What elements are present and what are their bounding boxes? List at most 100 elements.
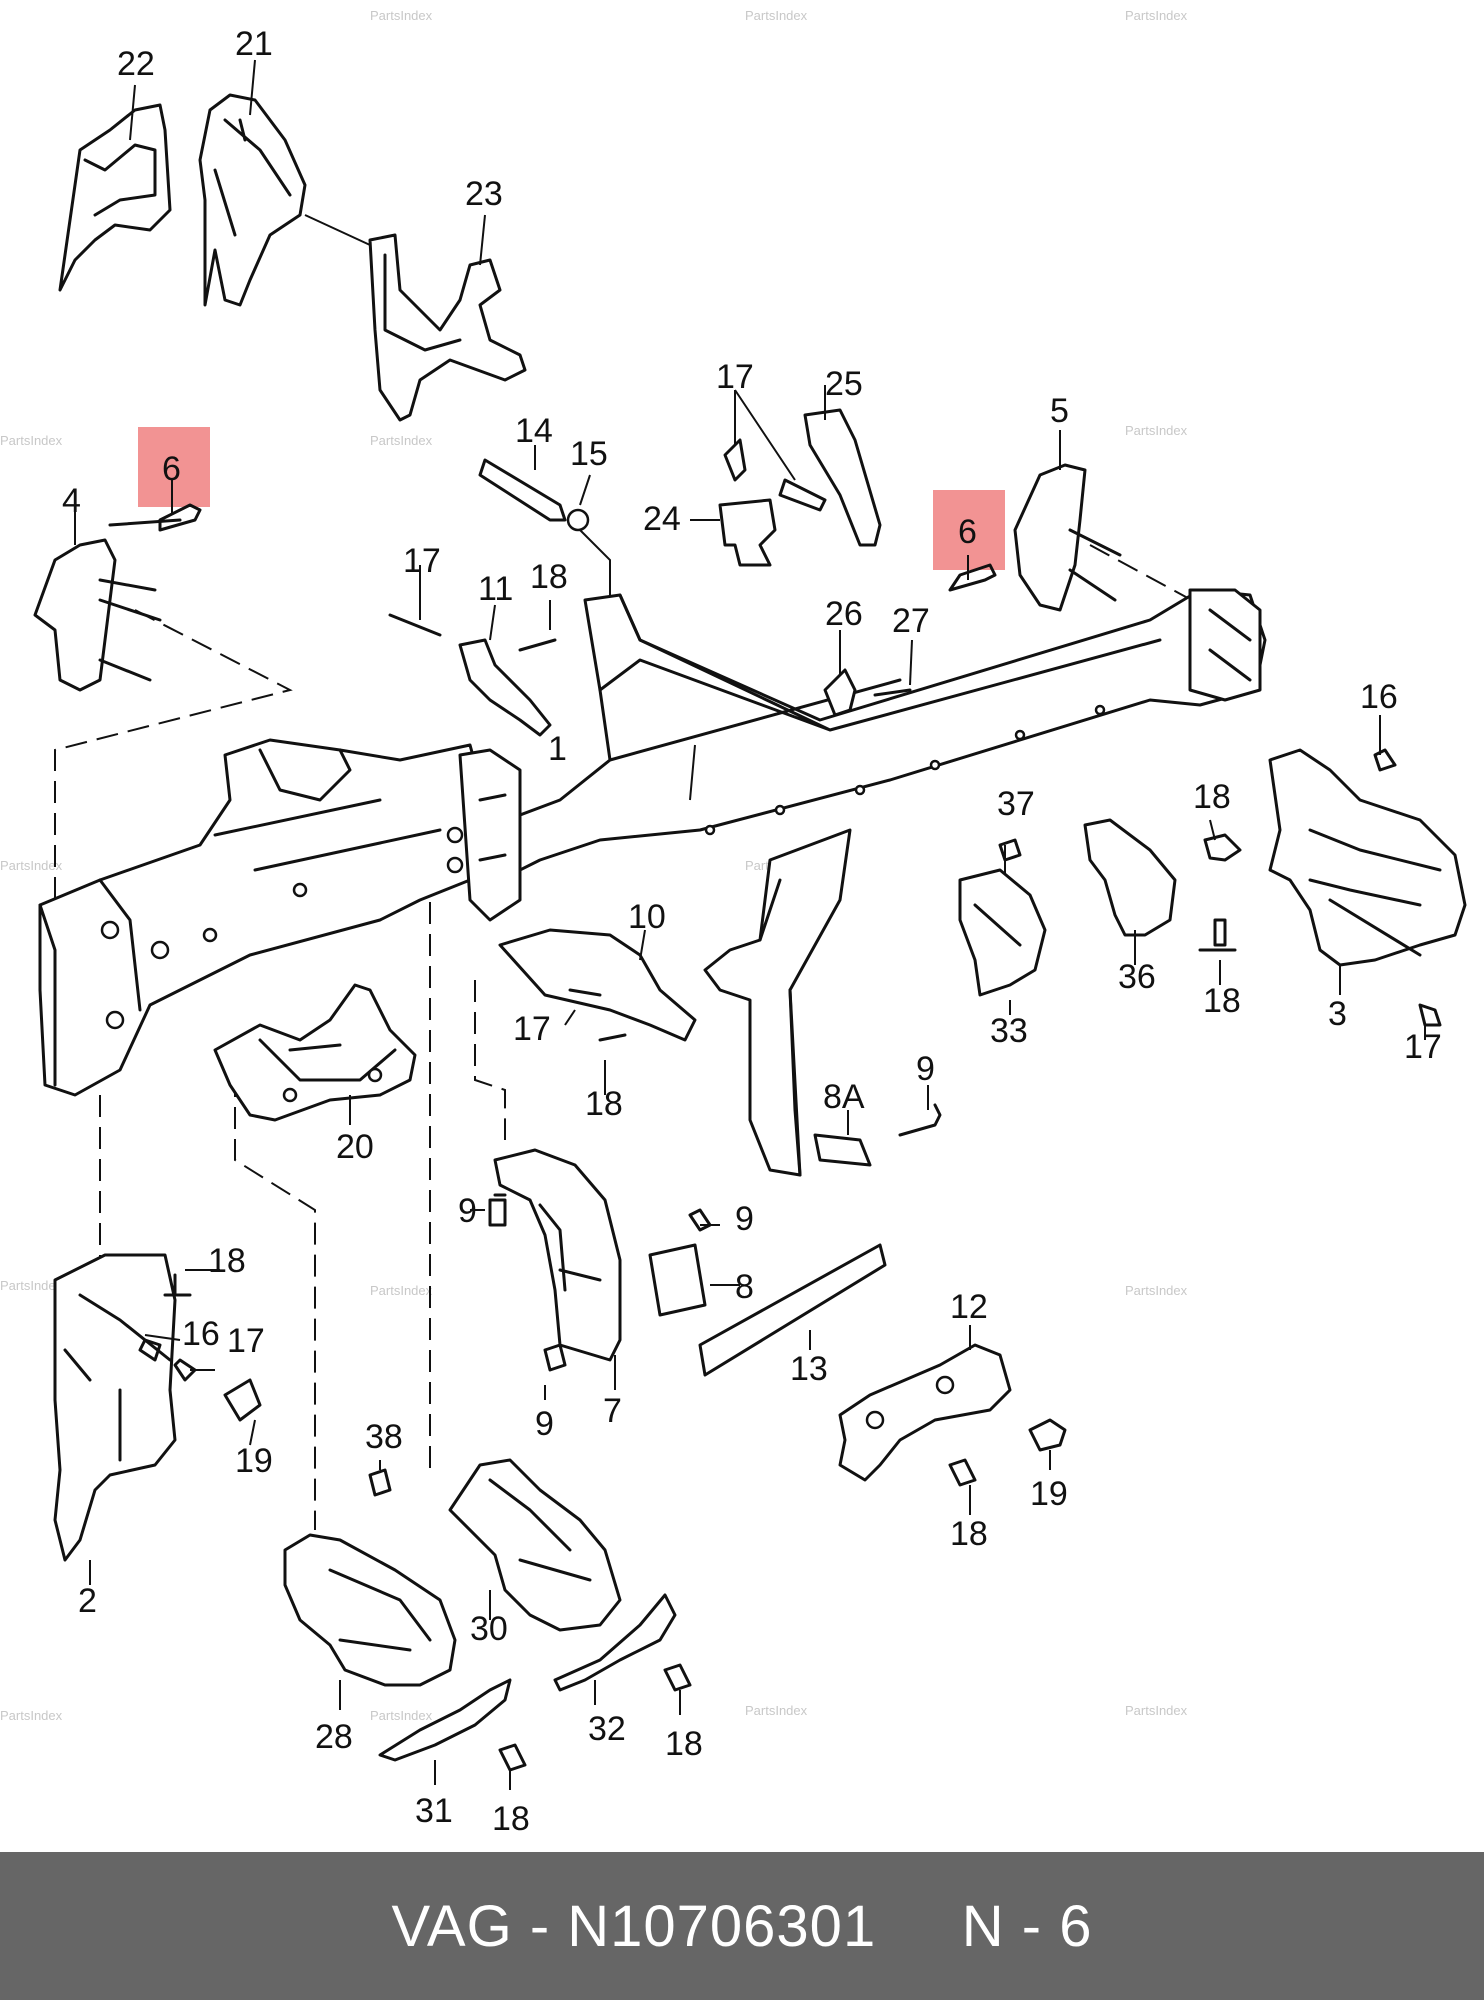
watermark: PartsIndex (745, 1703, 808, 1718)
callout-2: 2 (78, 1582, 97, 1620)
callout-33: 32 (588, 1710, 626, 1748)
callout-15: 15 (570, 435, 608, 473)
callout-17: 17 (1404, 1028, 1442, 1066)
part-10-bracket (498, 928, 697, 1042)
callout-30: 28 (315, 1718, 353, 1756)
part-number-text: VAG - N10706301 N - 6 (391, 1893, 1093, 1959)
watermark: PartsIndex (0, 433, 63, 448)
parts-exploded-diagram: PartsIndex PartsIndex PartsIndex PartsIn… (0, 8, 1467, 1838)
callout-6: 6 (162, 450, 181, 488)
part-2-bracket (53, 1253, 177, 1562)
watermark: PartsIndex (370, 8, 433, 23)
part-13-strip (698, 1243, 887, 1377)
callout-8: 8 (735, 1268, 754, 1306)
watermark: PartsIndex (1125, 1703, 1188, 1718)
callout-17: 17 (716, 358, 754, 396)
callout-28: 27 (892, 602, 930, 640)
callout-19: 18 (1193, 778, 1231, 816)
part-37-trim (1083, 818, 1177, 937)
callout-31: 30 (470, 1610, 508, 1648)
callout-36: 33 (990, 1012, 1028, 1050)
callout-21: 20 (336, 1128, 374, 1166)
callout-38: 38 (365, 1418, 403, 1456)
callout-22: 21 (235, 25, 273, 63)
part-22-hinge-bracket (198, 93, 307, 307)
callout-17: 17 (513, 1010, 551, 1048)
callout-26: 25 (825, 365, 863, 403)
callout-6: 6 (958, 513, 977, 551)
part-11-bracket (458, 638, 552, 737)
callout-8A: 8A (823, 1078, 865, 1116)
part-36-trim (958, 868, 1047, 997)
watermark: PartsIndex (745, 8, 808, 23)
part-24-bracket (368, 233, 527, 422)
part-25-bracket (718, 498, 777, 567)
callout-4: 4 (62, 482, 81, 520)
callout-18: 18 (492, 1800, 530, 1838)
callout-11: 11 (478, 570, 513, 608)
part-26-bracket (803, 408, 882, 547)
part-27-bracket (823, 668, 857, 717)
leader-lines (74, 59, 1426, 1790)
part-12-bracket (838, 1343, 1012, 1482)
callout-17: 17 (403, 542, 441, 580)
callout-16: 16 (1360, 678, 1398, 716)
callout-17: 17 (227, 1322, 265, 1360)
callout-18: 18 (585, 1085, 623, 1123)
callout-9: 9 (916, 1050, 935, 1088)
callout-1: 1 (548, 730, 567, 768)
part-1-crossmember (468, 588, 1267, 887)
callout-19: 19 (235, 1442, 273, 1480)
watermark: PartsIndex (0, 1708, 63, 1723)
callout-18: 18 (208, 1242, 246, 1280)
part-20-clip (1028, 1418, 1067, 1452)
callout-5: 5 (1050, 392, 1069, 430)
callout-24: 23 (465, 175, 503, 213)
callout-32: 31 (415, 1792, 453, 1830)
part-30-duct (283, 1533, 457, 1687)
part-33-bracket (553, 1593, 677, 1692)
highlight-box (138, 427, 210, 507)
part-23-bracket (58, 103, 172, 292)
callout-16: 16 (182, 1315, 220, 1353)
watermark: PartsIndex (1125, 8, 1188, 23)
part-number-footer: VAG - N10706301 N - 6 (0, 1852, 1484, 2000)
part-19-clip (1203, 833, 1242, 862)
part-8-plate (648, 1243, 707, 1317)
callout-labels: 1 2 3 4 5 6 6 7 8 8A 9 9 9 9 10 11 12 13… (62, 25, 1442, 1838)
callout-7: 7 (603, 1392, 622, 1430)
watermark: PartsIndex (0, 858, 63, 873)
callout-12: 12 (950, 1288, 988, 1326)
part-7-bracket (493, 1148, 622, 1362)
watermark: PartsIndex (1125, 1283, 1188, 1298)
callout-25: 24 (643, 500, 681, 538)
callout-37: 36 (1118, 958, 1156, 996)
part-14-bolt (478, 458, 567, 522)
part-5-mount (1013, 463, 1087, 612)
part-15-washer (566, 508, 590, 532)
part-4-mount (33, 538, 117, 692)
callout-10: 10 (628, 898, 666, 936)
callout-13: 13 (790, 1350, 828, 1388)
watermark: PartsIndex (370, 1708, 433, 1723)
callout-18: 18 (1203, 982, 1241, 1020)
callout-20: 19 (1030, 1475, 1068, 1513)
callout-18: 18 (950, 1515, 988, 1553)
callout-3: 3 (1328, 995, 1347, 1033)
part-6-bolt (158, 503, 997, 592)
callout-9: 9 (735, 1200, 754, 1238)
part-21-mount (213, 983, 417, 1122)
callout-23: 22 (117, 45, 155, 83)
part-3-bracket (1268, 748, 1467, 967)
callout-18: 18 (665, 1725, 703, 1763)
part-32-bracket (378, 1678, 512, 1762)
callout-14: 14 (515, 412, 553, 450)
callout-9: 9 (535, 1405, 554, 1443)
callout-38: 37 (997, 785, 1035, 823)
part-8A-washer-plate (813, 1133, 872, 1167)
watermark: PartsIndex (0, 1278, 63, 1293)
callout-9: 9 (458, 1192, 477, 1230)
watermark: PartsIndex (370, 1283, 433, 1298)
callout-27: 26 (825, 595, 863, 633)
callout-18: 18 (530, 558, 568, 596)
